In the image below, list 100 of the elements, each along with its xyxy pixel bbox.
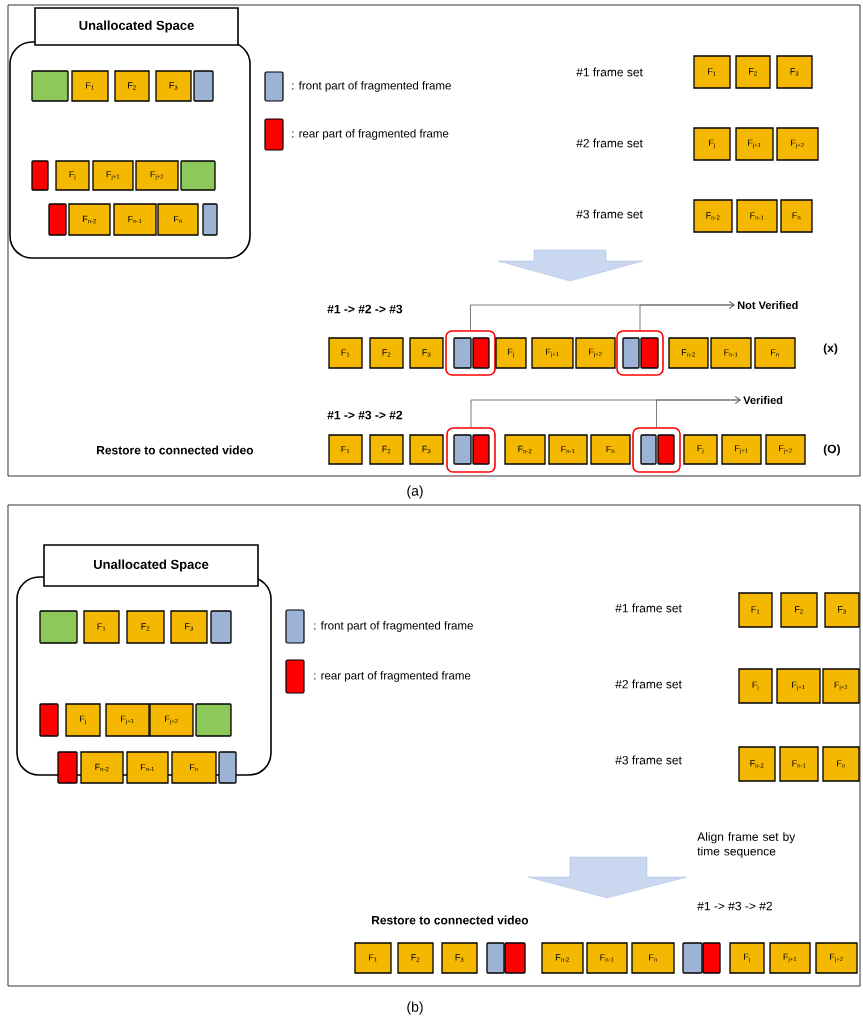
arrow [639, 301, 735, 331]
legend-text: : front part of fragmented frame [314, 621, 473, 632]
frame-box: F$_{j}$ [65, 703, 101, 737]
fragment-block [702, 942, 721, 974]
frame-box: F$_{n}$ [631, 942, 675, 974]
fragment-block [453, 337, 472, 369]
frame-box: F$_{1}$ [328, 337, 363, 369]
frame-box: F$_{2}$ [369, 434, 404, 465]
result-mark: (O) [823, 444, 840, 456]
frame-box: F$_{3}$ [776, 55, 813, 89]
status-text: Not Verified [737, 300, 798, 310]
frame-box: F$_{j+2}$ [575, 337, 616, 369]
frame-box: F$_{n-2}$ [668, 337, 709, 369]
arrow [656, 396, 741, 428]
fragment-block [210, 610, 232, 644]
frame-box: F$_{j}$ [683, 434, 718, 465]
fragment-block [486, 942, 505, 974]
order-label: #1 -> #2 -> #3 [327, 304, 403, 314]
frame-box: F$_{j+2}$ [135, 160, 179, 191]
frame-box: F$_{n}$ [822, 746, 860, 782]
fragment-block [31, 160, 49, 191]
frame-box: F$_{j+1}$ [735, 127, 774, 161]
data-block [39, 610, 78, 644]
data-block [31, 70, 69, 102]
frame-box: F$_{1}$ [328, 434, 363, 465]
fragment-block [39, 703, 59, 737]
note-text: Align frame set by time sequence [697, 832, 796, 858]
frame-box: F$_{1}$ [71, 70, 109, 102]
fragment-block [48, 203, 67, 236]
frame-box: F$_{1}$ [354, 942, 392, 974]
order-label: #1 -> #3 -> #2 [327, 410, 403, 420]
frame-box: F$_{1}$ [83, 610, 120, 644]
frame-box: F$_{n-1}$ [779, 746, 819, 782]
set-label: #3 frame set [576, 209, 643, 219]
frame-box: F$_{n-2}$ [80, 751, 124, 784]
frame-box: F$_{j+2}$ [776, 127, 819, 161]
frame-box: F$_{2}$ [735, 55, 771, 89]
fragment-block [453, 434, 472, 465]
frame-box: F$_{j+2}$ [765, 434, 806, 465]
fragment-block [193, 70, 214, 102]
caption: (a) [407, 485, 423, 499]
frame-box: F$_{2}$ [114, 70, 150, 102]
frame-box: F$_{j+1}$ [769, 942, 811, 974]
frame-box: F$_{n-1}$ [710, 337, 752, 369]
frame-box: F$_{3}$ [441, 942, 478, 974]
frame-box: F$_{n-1}$ [548, 434, 588, 465]
frame-box: F$_{j}$ [495, 337, 527, 369]
data-block [180, 160, 216, 191]
frame-box: F$_{3}$ [170, 610, 208, 644]
frame-box: F$_{j+1}$ [721, 434, 762, 465]
note-text: Restore to connected video [372, 915, 529, 925]
note-text: Restore to connected video [97, 445, 254, 455]
frame-box: F$_{n-1}$ [736, 199, 778, 233]
frame-box: F$_{n}$ [171, 751, 217, 784]
fragment-block [202, 203, 218, 236]
frame-box: F$_{j+1}$ [105, 703, 150, 737]
status-text: Verified [743, 395, 783, 405]
frame-box: F$_{j}$ [729, 942, 765, 974]
fragment-block [640, 434, 657, 465]
set-label: #2 frame set [615, 679, 682, 689]
heading-tab: Unallocated Space [43, 544, 259, 587]
highlight-outline [632, 427, 681, 473]
frame-box: F$_{2}$ [780, 592, 818, 628]
frame-box: F$_{2}$ [126, 610, 165, 644]
fragment-block [504, 942, 526, 974]
frame-box: F$_{n}$ [157, 203, 199, 236]
frame-box: F$_{n}$ [754, 337, 796, 369]
frame-box: F$_{j+2}$ [815, 942, 858, 974]
highlight-outline [616, 330, 664, 376]
highlight-outline [445, 330, 496, 376]
legend-text: : front part of fragmented frame [292, 81, 451, 92]
frame-box: F$_{1}$ [693, 55, 731, 89]
fragment-block [682, 942, 703, 974]
frame-box: F$_{j}$ [693, 127, 731, 161]
result-mark: (x) [823, 343, 838, 355]
fragment-block [218, 751, 237, 784]
frame-box: F$_{j}$ [738, 668, 773, 704]
frame-box: F$_{j+1}$ [776, 668, 821, 704]
fragment-block [472, 434, 490, 465]
frame-box: F$_{n-2}$ [68, 203, 111, 236]
frame-box: F$_{1}$ [738, 592, 773, 628]
fragment-block [622, 337, 640, 369]
frame-box: F$_{j+2}$ [822, 668, 860, 704]
fragment-block [657, 434, 675, 465]
legend-text: : rear part of fragmented frame [292, 129, 449, 140]
heading-tab: Unallocated Space [34, 7, 239, 46]
set-label: #1 frame set [615, 603, 682, 613]
fragment-block [472, 337, 490, 369]
frame-box: F$_{n}$ [590, 434, 631, 465]
legend-text: : rear part of fragmented frame [314, 671, 471, 682]
data-block [195, 703, 232, 737]
set-label: #1 frame set [576, 67, 643, 77]
set-label: #2 frame set [576, 138, 643, 148]
frame-box: F$_{3}$ [409, 434, 444, 465]
frame-box: F$_{n-2}$ [504, 434, 546, 465]
frame-box: F$_{n-1}$ [586, 942, 628, 974]
frame-box: F$_{2}$ [397, 942, 434, 974]
frame-box: F$_{2}$ [369, 337, 404, 369]
order-label: #1 -> #3 -> #2 [697, 901, 772, 911]
frame-box: F$_{j+2}$ [149, 703, 194, 737]
